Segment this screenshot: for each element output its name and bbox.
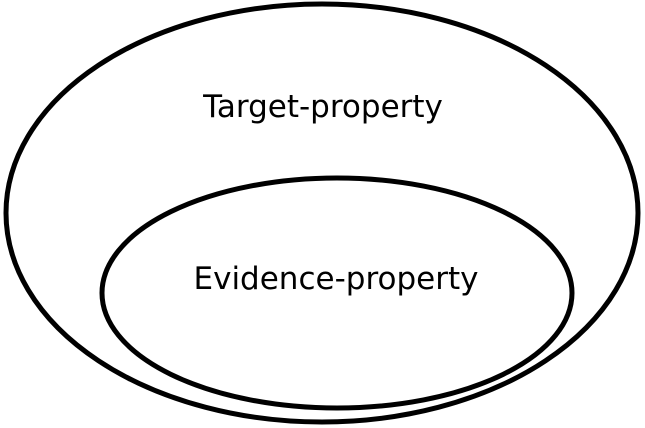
evidence-property-label: Evidence-property xyxy=(194,261,479,297)
target-property-label: Target-property xyxy=(202,89,443,125)
evidence-property-set-ellipse xyxy=(99,175,575,411)
target-property-set-ellipse xyxy=(3,1,641,425)
